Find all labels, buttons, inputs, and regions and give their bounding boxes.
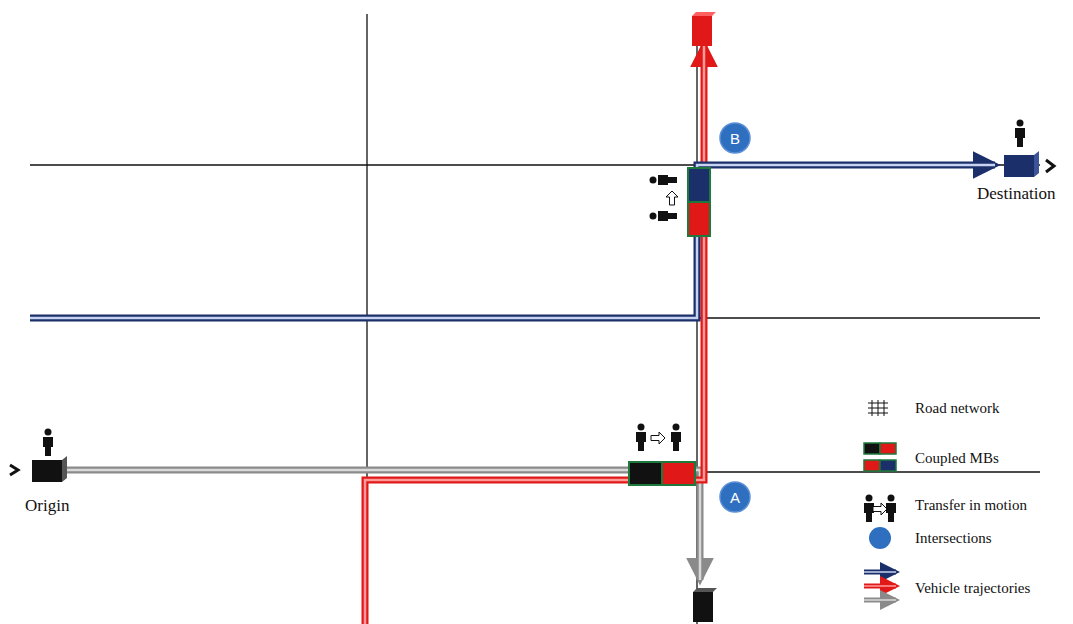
person-icons	[43, 120, 1025, 523]
legend-label: Intersections	[913, 530, 994, 547]
person-icon	[636, 424, 646, 452]
intersection-letter: A	[719, 481, 751, 506]
legend-label: Transfer in motion	[913, 497, 1029, 514]
person-icon	[671, 424, 681, 452]
intersection-letter: B	[719, 122, 751, 147]
transfer-arrow	[666, 191, 678, 205]
legend-swatch	[869, 527, 891, 549]
vehicles	[10, 12, 1054, 622]
person-icon	[1015, 120, 1025, 148]
legend-label: Road network	[913, 400, 1002, 417]
transfer-arrow	[873, 503, 887, 515]
place-label: Destination	[977, 184, 1055, 204]
legend-label: Coupled MBs	[913, 450, 1001, 467]
intersection-circle: A	[719, 481, 751, 513]
person-icon	[43, 429, 53, 457]
vehicle-trajectories	[30, 45, 995, 624]
place-label: Origin	[25, 496, 69, 516]
person-icon	[650, 175, 678, 185]
person-icon	[886, 495, 896, 523]
transfer-arrow	[651, 432, 665, 444]
intersection-circle: B	[719, 122, 751, 154]
road-lines	[30, 14, 1040, 624]
person-icon	[650, 211, 678, 221]
legend-marks	[869, 527, 891, 549]
legend-label: Vehicle trajectories	[913, 580, 1032, 597]
